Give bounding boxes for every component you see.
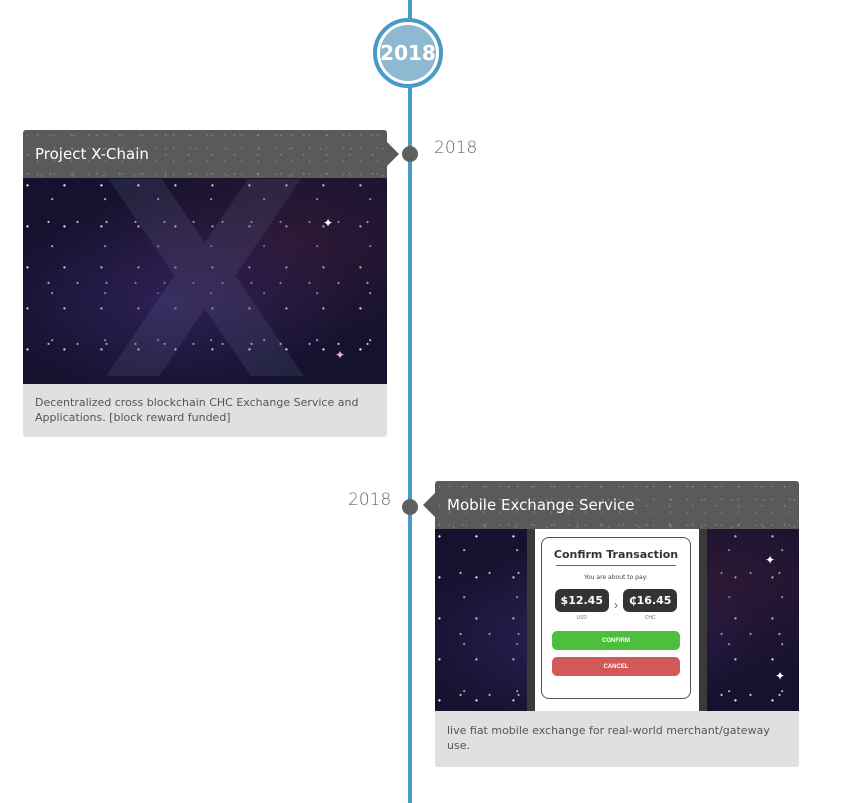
card-title: Project X-Chain (35, 145, 149, 163)
pointer-arrow (387, 142, 399, 166)
chevron-right-icon: › (614, 598, 618, 612)
phone-screen: Confirm Transaction You are about to pay… (535, 529, 699, 711)
pointer-arrow (423, 493, 435, 517)
timeline-dot (402, 499, 418, 515)
star-icon: ✦ (335, 348, 346, 362)
timeline-dot (402, 146, 418, 162)
card-title: Mobile Exchange Service (447, 496, 635, 514)
star-icon: ✦ (765, 553, 776, 567)
event-date: 2018 (434, 138, 478, 158)
dialog-divider (556, 565, 676, 566)
card-header: Project X-Chain (23, 130, 399, 178)
to-currency: CHC (644, 615, 656, 621)
card-description: live fiat mobile exchange for real-world… (447, 724, 770, 752)
dialog-title: Confirm Transaction (553, 548, 679, 561)
card-image: X ✦ ✦ (23, 178, 387, 384)
confirm-transaction-dialog: Confirm Transaction You are about to pay… (541, 537, 691, 699)
star-icon: ✦ (775, 669, 786, 683)
to-amount-group: ₵16.45 CHC (623, 589, 678, 621)
from-amount: $12.45 (554, 589, 609, 612)
to-amount: ₵16.45 (623, 589, 678, 612)
confirm-button: CONFIRM (552, 631, 680, 650)
event-card-project-x-chain[interactable]: Project X-Chain X ✦ ✦ Decentralized cros… (23, 130, 399, 437)
from-currency: USD (576, 615, 588, 621)
event-date: 2018 (348, 490, 392, 510)
year-badge: 2018 (373, 18, 443, 88)
star-icon: ✦ (323, 216, 334, 230)
event-card-mobile-exchange[interactable]: Mobile Exchange Service ✦ ✦ Confirm Tran… (423, 481, 799, 767)
phone-mockup: Confirm Transaction You are about to pay… (527, 529, 707, 711)
amounts-row: $12.45 USD › ₵16.45 CHC (542, 589, 690, 621)
dialog-subtitle: You are about to pay: (584, 574, 648, 581)
year-badge-label: 2018 (380, 25, 436, 81)
card-description: Decentralized cross blockchain CHC Excha… (35, 396, 359, 424)
x-logo: X (100, 178, 310, 384)
cancel-button: CANCEL (552, 657, 680, 676)
from-amount-group: $12.45 USD (554, 589, 609, 621)
timeline-line (408, 0, 412, 803)
card-image: ✦ ✦ Confirm Transaction You are about to… (435, 529, 799, 711)
card-header: Mobile Exchange Service (423, 481, 799, 529)
